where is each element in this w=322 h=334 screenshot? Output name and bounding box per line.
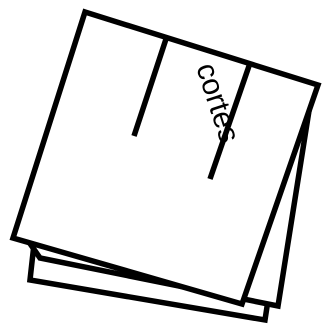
folded-paper-diagram: cortes	[0, 0, 322, 334]
